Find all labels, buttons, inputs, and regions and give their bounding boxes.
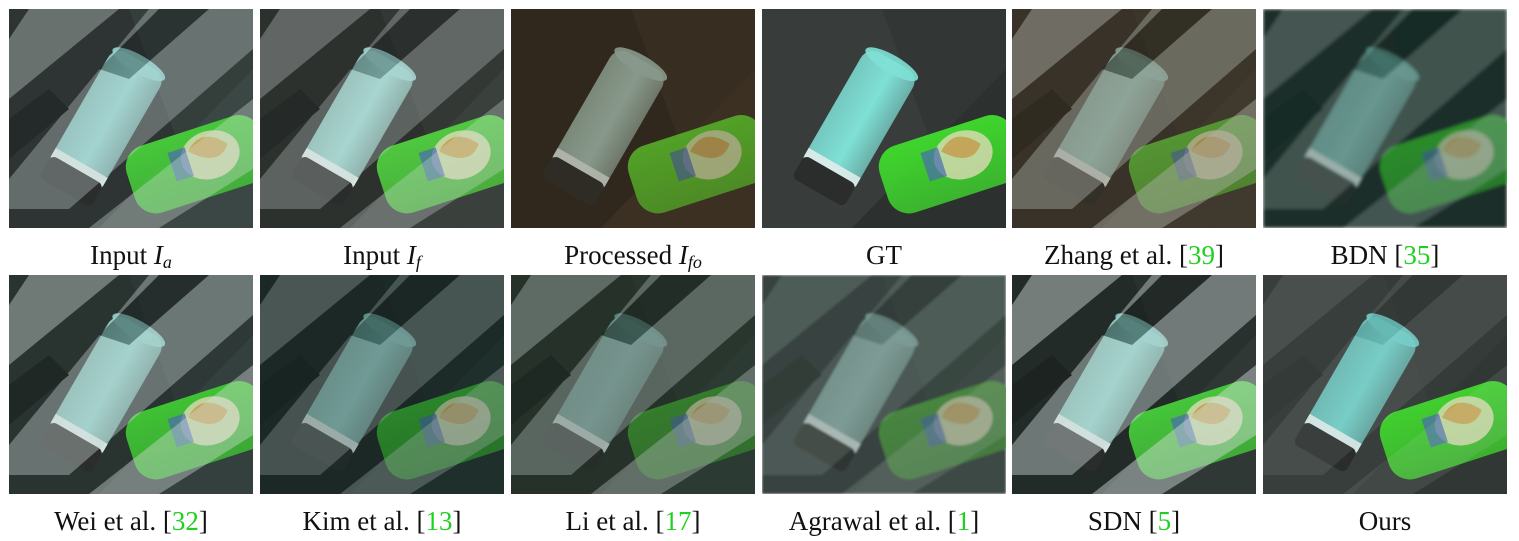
caption-label: Wei et al. [54, 506, 157, 536]
panel-caption: Li et al. [17] [565, 506, 701, 536]
panel-caption: Wei et al. [32] [54, 506, 208, 536]
caption-math-subscript: fo [687, 252, 702, 272]
result-image [260, 275, 504, 494]
figure-panel-li: Li et al. [17] [511, 275, 755, 536]
figure-panel-ours: Ours [1263, 275, 1507, 536]
figure-panel-processed: Processed Ifo [511, 9, 755, 272]
citation-link[interactable]: 17 [664, 506, 692, 536]
panel-caption: Kim et al. [13] [302, 506, 462, 536]
figure-panel-input-f: Input If [260, 9, 504, 272]
result-image [762, 275, 1006, 494]
panel-caption: Processed Ifo [481, 240, 785, 277]
panel-caption: Zhang et al. [39] [1044, 240, 1224, 270]
figure-panel-gt: GT [762, 9, 1006, 270]
figure-panel-agrawal: Agrawal et al. [1] [762, 275, 1006, 536]
panel-caption: Input If [230, 240, 534, 277]
citation-link[interactable]: 1 [956, 506, 971, 536]
citation-link[interactable]: 32 [171, 506, 199, 536]
result-image [1012, 275, 1256, 494]
result-image [9, 275, 253, 494]
panel-caption: Input Ia [0, 240, 283, 277]
panel-caption: BDN [35] [1330, 240, 1440, 270]
caption-label: SDN [1087, 506, 1142, 536]
caption-label: Zhang et al. [1044, 240, 1173, 270]
panel-caption: GT [732, 240, 1036, 270]
figure-panel-wei: Wei et al. [32] [9, 275, 253, 536]
citation-link[interactable]: 39 [1187, 240, 1215, 270]
panel-caption: SDN [5] [1087, 506, 1181, 536]
result-image [260, 9, 504, 228]
panel-caption: Ours [1233, 506, 1519, 536]
result-image [1263, 9, 1507, 228]
figure-panel-zhang: Zhang et al. [39] [1012, 9, 1256, 270]
caption-label: Processed [564, 240, 673, 270]
caption-label: Input [90, 240, 148, 270]
caption-math-symbol: I [406, 240, 416, 270]
caption-label: GT [866, 240, 902, 270]
citation-link[interactable]: 13 [425, 506, 453, 536]
caption-math-symbol: I [678, 240, 688, 270]
caption-label: Li et al. [565, 506, 649, 536]
figure-panel-bdn: BDN [35] [1263, 9, 1507, 270]
result-image [1012, 9, 1256, 228]
caption-math-symbol: I [153, 240, 163, 270]
panel-caption: Agrawal et al. [1] [788, 506, 980, 536]
figure-panel-kim: Kim et al. [13] [260, 275, 504, 536]
result-image [762, 9, 1006, 228]
result-image [9, 9, 253, 228]
result-image [511, 9, 755, 228]
caption-label: Input [343, 240, 401, 270]
caption-label: BDN [1330, 240, 1388, 270]
result-image [1263, 275, 1507, 494]
figure-panel-sdn: SDN [5] [1012, 275, 1256, 536]
caption-label: Ours [1358, 506, 1412, 536]
caption-math-subscript: f [415, 252, 421, 272]
result-image [511, 275, 755, 494]
citation-link[interactable]: 5 [1157, 506, 1172, 536]
caption-math-subscript: a [162, 252, 172, 272]
figure-panel-input: Input Ia [9, 9, 253, 272]
citation-link[interactable]: 35 [1403, 240, 1431, 270]
caption-label: Agrawal et al. [788, 506, 941, 536]
caption-label: Kim et al. [302, 506, 410, 536]
